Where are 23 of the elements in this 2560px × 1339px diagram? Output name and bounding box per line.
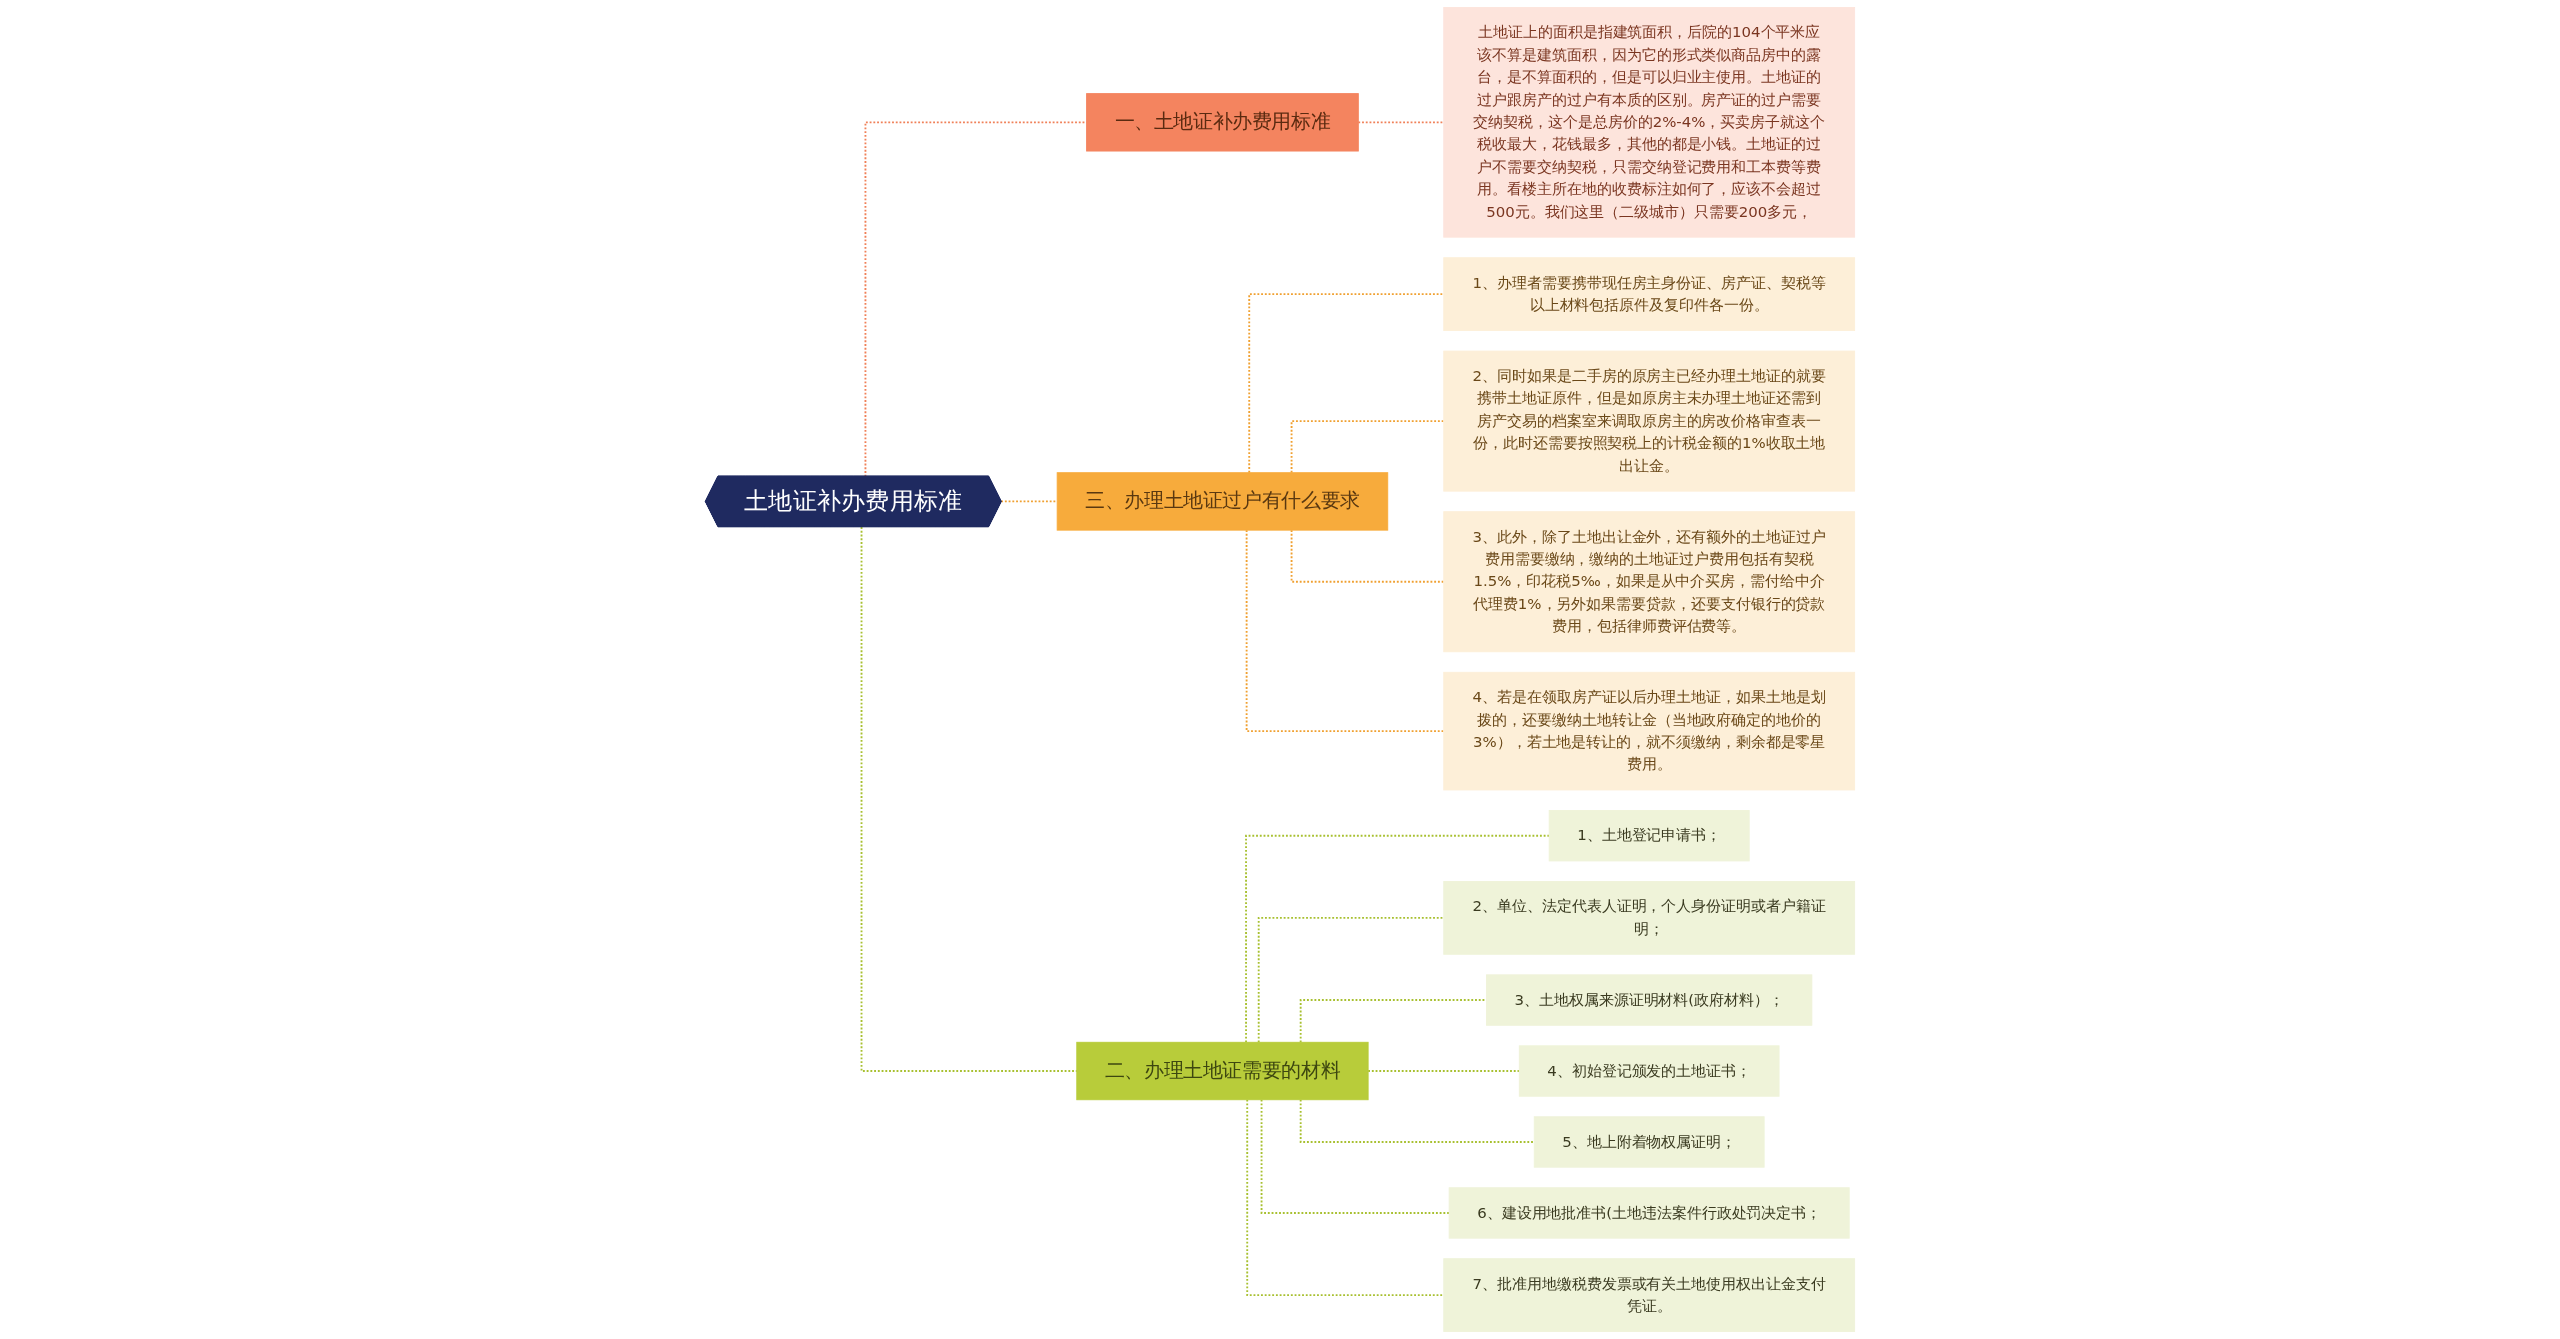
node-box: 土地证上的面积是指建筑面积，后院的104个平米应该不算是建筑面积，因为它的形式类似商品房中的露台，是不算面积的，但是可以归业主使用。土地证的过户跟房产的过户有本质的区别。房产证的过户需要交纳契税，这个是总房价的2%-4%，买卖房子就这个税收最大，花钱最多，其他的都是小钱。土地证的过户不需要交纳契税，只需交纳登记费用和工本费等费用。看楼主所在地的收费标注如何了，应该不会超过500元。我们这里（二级城市）只需要200多元， xyxy=(1443,7,1856,238)
node-box: 2、同时如果是二手房的原房主已经办理土地证的就要携带土地证原件，但是如原房主未办理土地证还需到房产交易的档案室来调取原房主的房改价格审查表一份，此时还需要按照契税上的计税金额的1%收取土地出让金。 xyxy=(1443,350,1856,492)
node-box: 5、地上附着物权属证明； xyxy=(1533,1116,1765,1168)
connector xyxy=(1299,1098,1536,1143)
connector xyxy=(1260,1098,1451,1214)
node-box: 1、办理者需要携带现任房主身份证、房产证、契税等以上材料包括原件及复印件各一份。 xyxy=(1443,257,1856,331)
connector xyxy=(1245,834,1551,1044)
node-box: 一、土地证补办费用标准 xyxy=(1086,93,1359,152)
node-box: 1、土地登记申请书； xyxy=(1548,810,1750,862)
node-box: 3、土地权属来源证明材料(政府材料）； xyxy=(1486,974,1813,1026)
connector xyxy=(1246,1098,1445,1297)
node-box: 2、单位、法定代表人证明，个人身份证明或者户籍证明； xyxy=(1443,881,1856,955)
node-box: 6、建设用地批准书(土地违法案件行政处罚决定书； xyxy=(1448,1187,1850,1239)
node-box: 7、批准用地缴税费发票或有关土地使用权出让金支付凭证。 xyxy=(1443,1258,1856,1332)
node-box: 三、办理土地证过户有什么要求 xyxy=(1056,472,1389,531)
connector xyxy=(1290,420,1445,474)
connector xyxy=(1257,916,1445,1044)
node-box: 4、若是在领取房产证以后办理土地证，如果土地是划拨的，还要缴纳土地转让金（当地政府确定的地价的3%），若土地是转让的，就不须缴纳，剩余都是零星费用。 xyxy=(1443,671,1856,791)
node-box: 4、初始登记颁发的土地证书； xyxy=(1518,1045,1780,1097)
connector xyxy=(1357,121,1445,124)
node-box: 二、办理土地证需要的材料 xyxy=(1076,1041,1369,1101)
connector xyxy=(1248,293,1445,474)
node-box: 3、此外，除了土地出让金外，还有额外的土地证过户费用需要缴纳，缴纳的土地证过户费用包括有契税1.5%，印花税5‰，如果是从中介买房，需付给中介代理费1%，另外如果需要贷款，还要支付银行的贷款费用，包括律师费评估费等。 xyxy=(1443,511,1856,653)
